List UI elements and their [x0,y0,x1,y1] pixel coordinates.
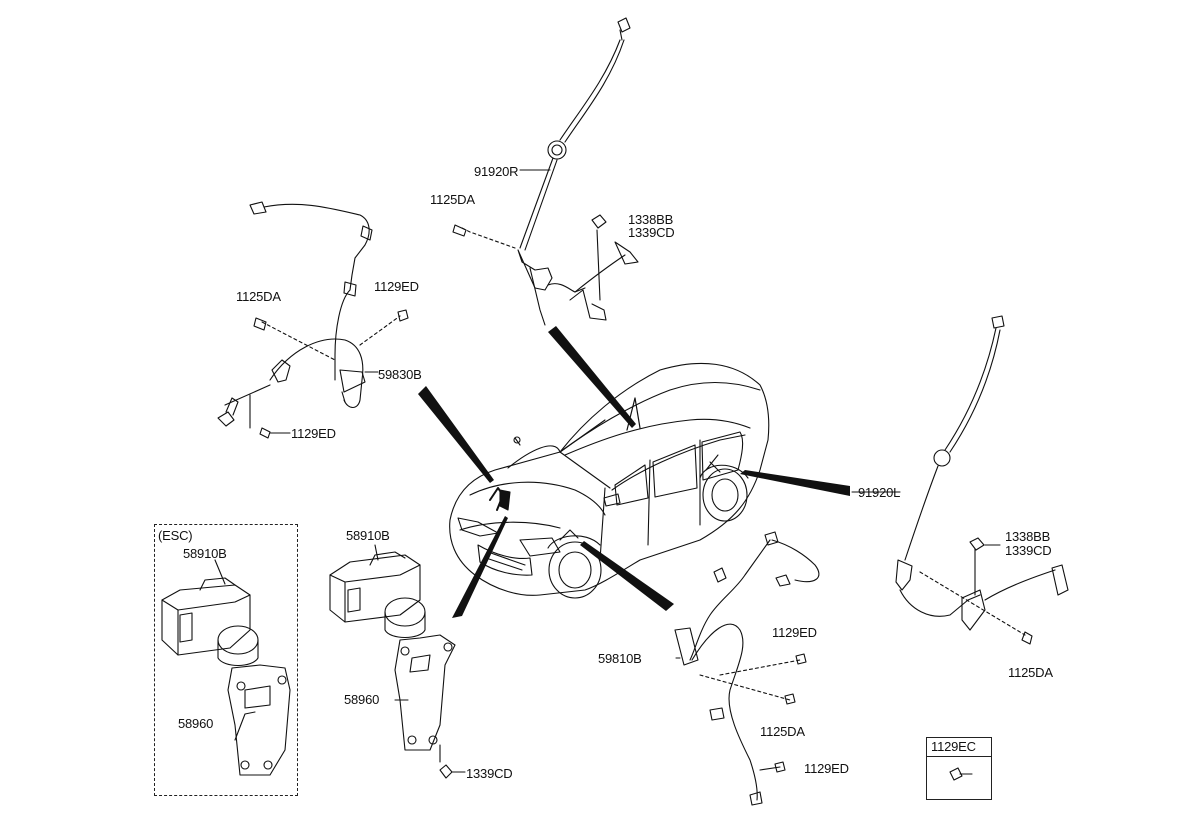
part-label-1339CD-top: 1339CD [628,225,675,240]
part-label-1125DA-right: 1125DA [1008,665,1053,680]
part-label-58910B-esc: 58910B [183,546,227,561]
wire-91920L [895,315,1069,645]
part-label-1129ED-br-top: 1129ED [772,625,817,640]
part-label-1125DA-br: 1125DA [760,724,805,739]
wire-91920R [452,17,639,326]
part-label-91920R: 91920R [474,164,519,179]
part-label-1338BB-top: 1338BB [628,212,674,227]
part-label-1129ED-left-top: 1129ED [374,279,419,294]
part-label-1129ED-left-bottom: 1129ED [291,426,336,441]
part-label-1339CD-right: 1339CD [1005,543,1052,558]
part-label-1129ED-br-bottom: 1129ED [804,761,849,776]
part-label-59810B: 59810B [598,651,642,666]
part-label-58910B: 58910B [346,528,390,543]
part-label-1125DA-top: 1125DA [430,192,475,207]
part-box-divider [927,756,991,757]
part-label-91920L: 91920L [858,485,901,500]
part-label-58960: 58960 [344,692,380,707]
esc-unit [161,577,291,776]
wire-59830B [217,201,409,439]
esc-label: (ESC) [158,528,193,543]
part-label-1339CD-bottom: 1339CD [466,766,513,781]
part-label-1338BB-right: 1338BB [1005,529,1051,544]
bolt-1129EC [949,767,973,781]
car-illustration [449,362,770,599]
part-label-1125DA-left: 1125DA [236,289,281,304]
part-box-1129EC [926,737,992,800]
part-label-1129EC: 1129EC [931,739,976,754]
part-label-58960-esc: 58960 [178,716,214,731]
esc-dashed-box [154,524,298,796]
leader-lines [214,491,901,741]
hecu-unit [329,551,466,779]
part-label-59830B: 59830B [378,367,422,382]
pointer-wedges [418,326,850,618]
wire-59810B [674,531,820,806]
